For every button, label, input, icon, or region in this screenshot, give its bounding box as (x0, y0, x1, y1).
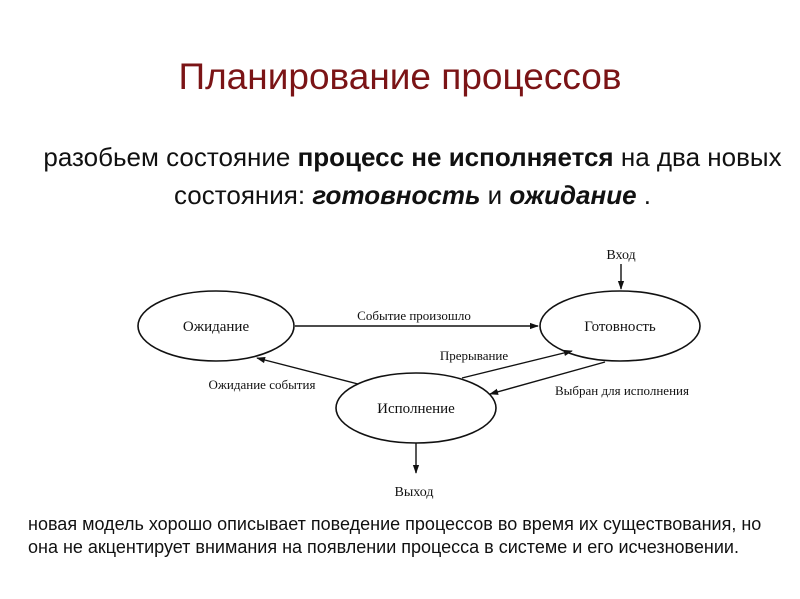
label-interrupt: Прерывание (440, 348, 509, 363)
intro-text-part-2: на два новых состояния: (174, 142, 782, 210)
label-event-occurred: Событие произошло (357, 308, 471, 323)
state-running-label: Исполнение (377, 401, 455, 417)
label-exit: Выход (395, 485, 434, 500)
state-ready-label: Готовность (584, 319, 656, 335)
intro-term-waiting: ожидание (509, 180, 637, 210)
label-wait-event: Ожидание события (209, 377, 316, 392)
intro-text: разобьем состояние процесс не исполняетс… (40, 138, 785, 242)
state-waiting-label: Ожидание (183, 319, 250, 335)
slide-title: Планирование процессов (178, 56, 622, 97)
intro-text-part-4: . (636, 180, 651, 210)
footer-note: новая модель хорошо описывает поведение … (28, 514, 762, 557)
intro-term-ready: готовность (312, 180, 481, 210)
arrow-selected (489, 361, 606, 395)
arrow-interrupt (461, 349, 573, 379)
state-waiting-ellipse (137, 290, 295, 362)
label-entry: Вход (606, 248, 635, 263)
arrow-wait-event (256, 356, 359, 385)
intro-text-part-1: разобьем состояние (43, 142, 298, 172)
intro-term-not-running: процесс не исполняется (297, 142, 614, 172)
intro-text-part-3: и (480, 180, 510, 210)
state-diagram: Ожидание Готовность Исполнение Событие п… (137, 248, 701, 500)
state-ready-ellipse (539, 290, 701, 362)
label-selected: Выбран для исполнения (555, 383, 689, 398)
